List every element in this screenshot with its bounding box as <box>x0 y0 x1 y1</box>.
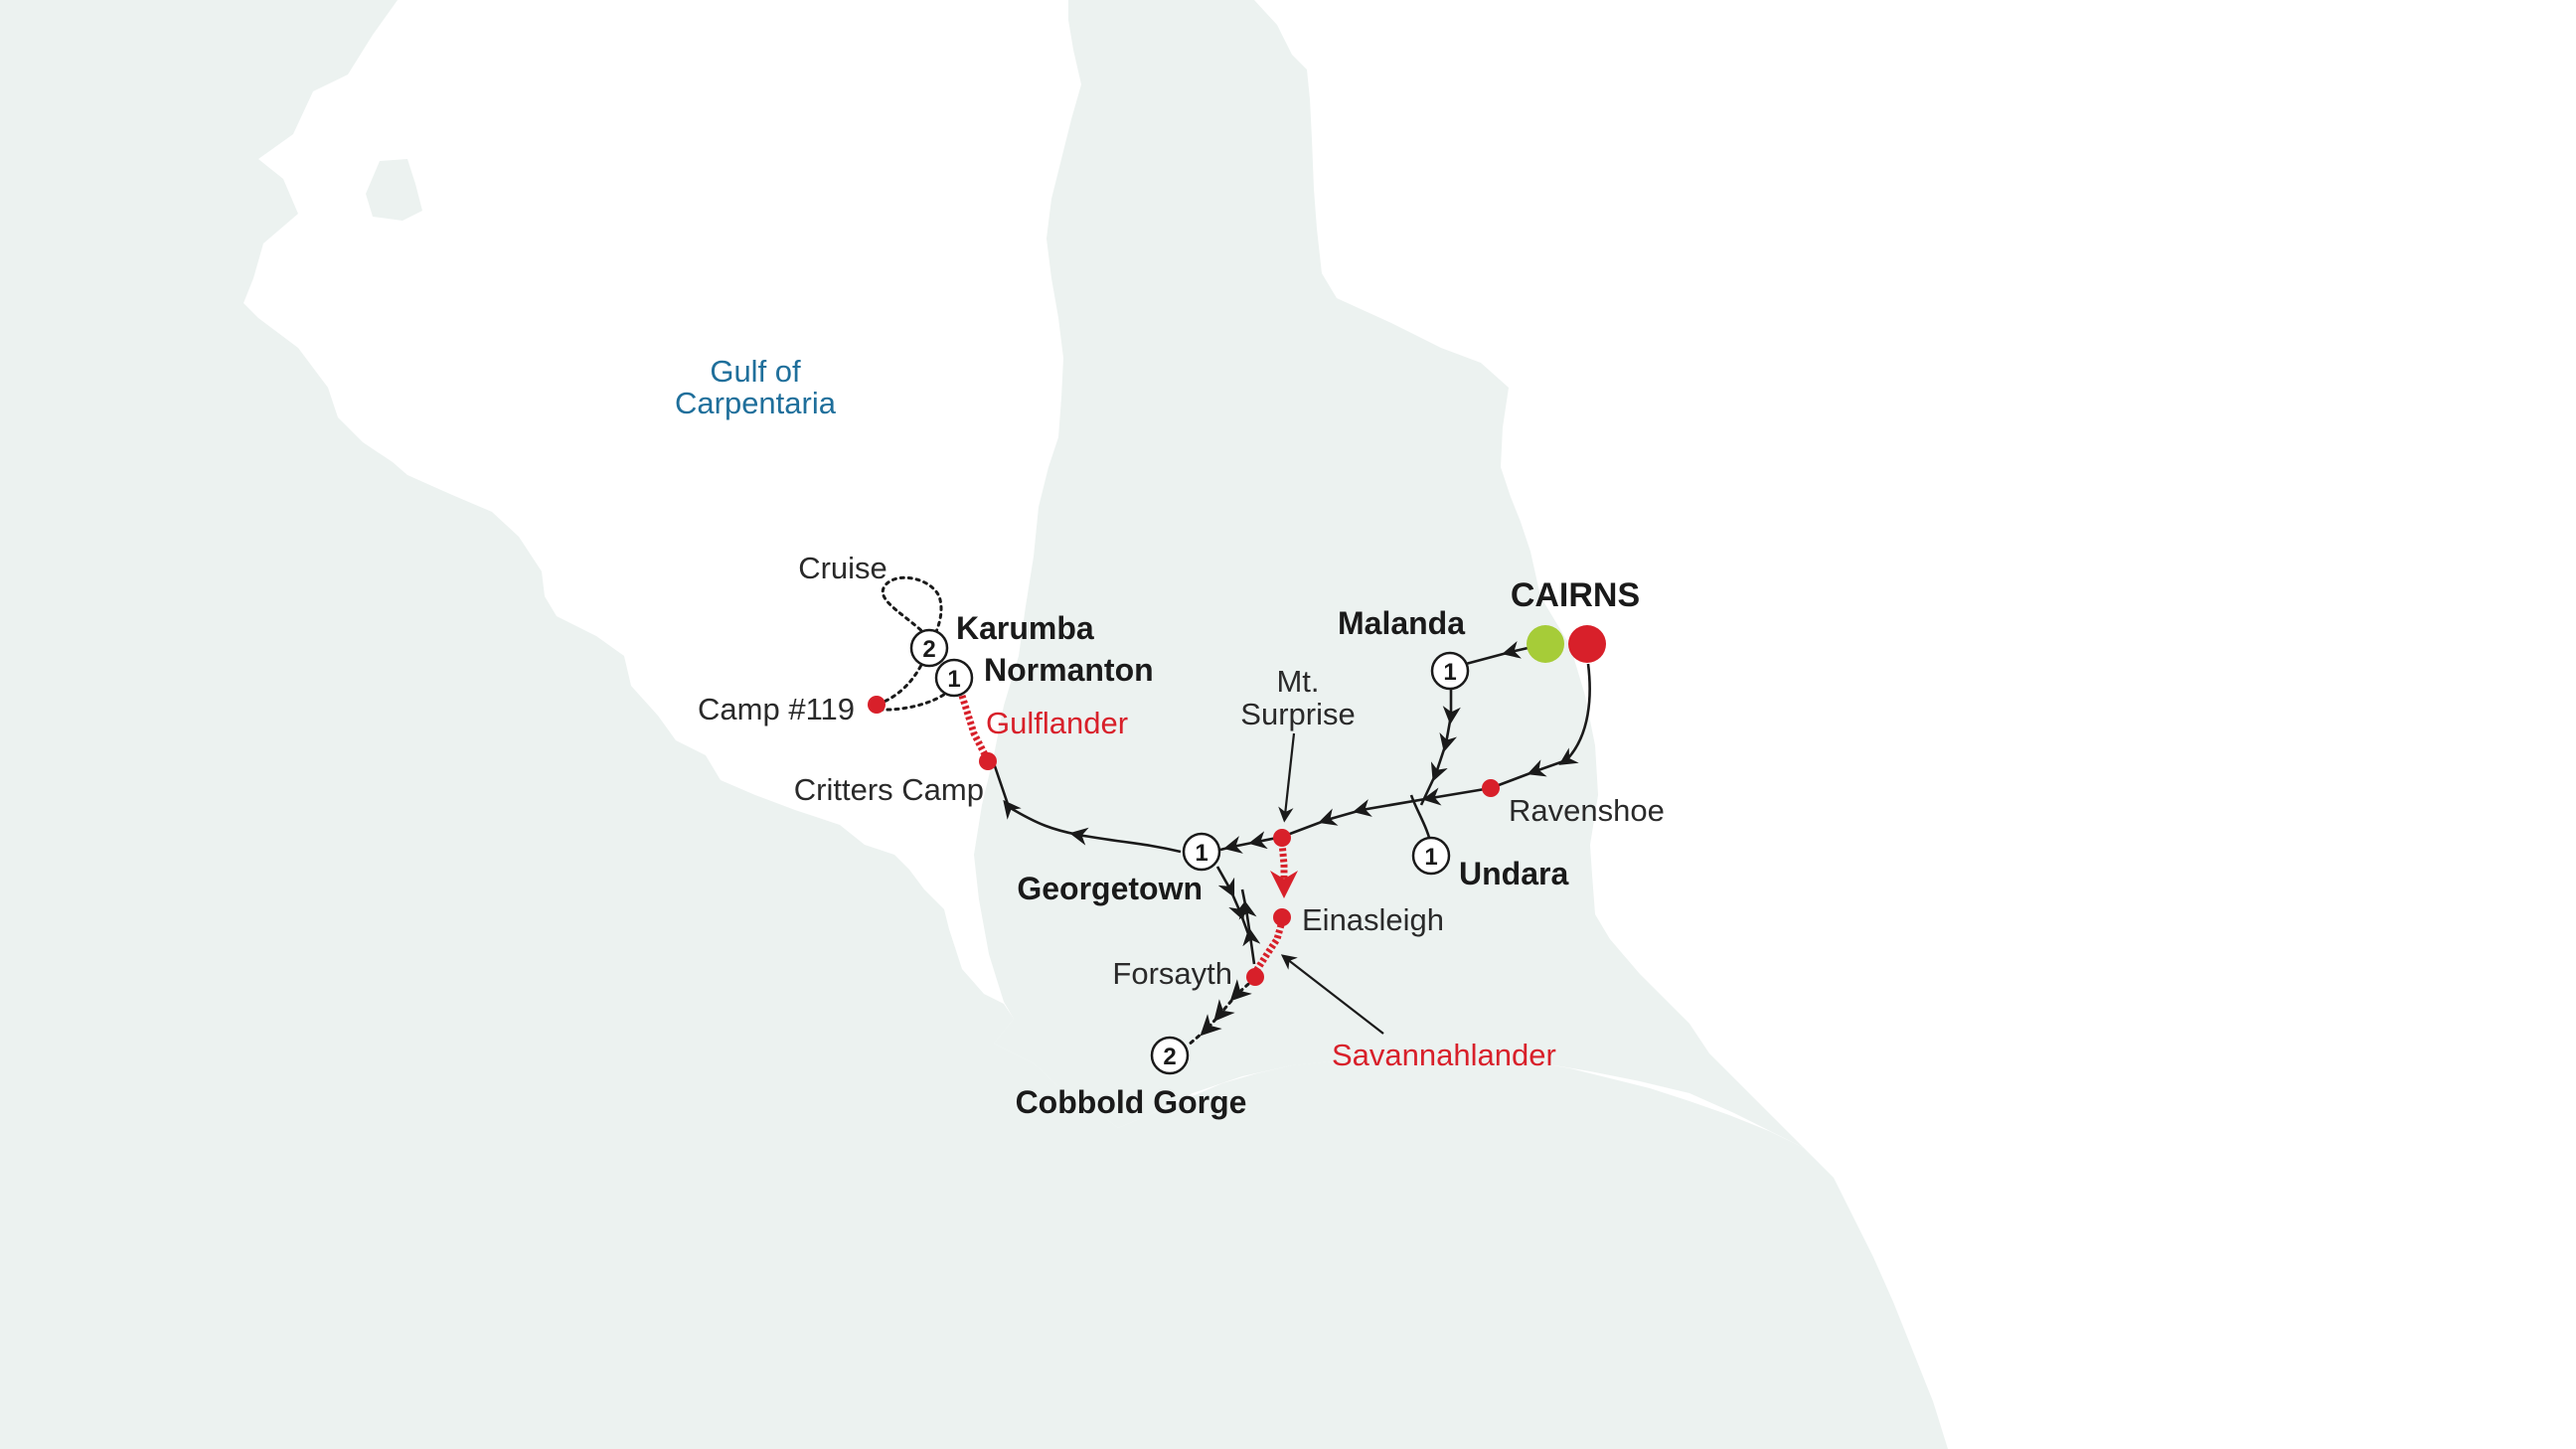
nights-karumba: 2 <box>922 636 935 663</box>
stop-dot-forsayth <box>1246 968 1264 986</box>
label-malanda: Malanda <box>1338 605 1465 641</box>
label-surprise: Surprise <box>1240 697 1355 731</box>
nights-badge-undara: 1 <box>1411 836 1451 876</box>
gulf-label-line2: Carpentaria <box>675 386 837 420</box>
label-camp: Camp #119 <box>698 692 855 726</box>
nights-badge-georgetown: 1 <box>1182 832 1221 872</box>
stop-dot-ravenshoe <box>1482 779 1500 797</box>
route-georgetown-critters <box>992 762 1182 854</box>
label-karumba: Karumba <box>956 610 1094 646</box>
route-mtsurprise-georgetown <box>1219 831 1283 854</box>
nights-undara: 1 <box>1424 844 1437 871</box>
pointer-mt-surprise <box>1278 732 1296 823</box>
pointer-savannahlander <box>1280 954 1384 1035</box>
night-badges: 2 1 1 1 1 2 <box>909 628 1470 1075</box>
gulf-label-line1: Gulf of <box>710 354 801 389</box>
stop-dot-mt-surprise <box>1273 829 1291 847</box>
stop-dot-camp <box>868 696 886 714</box>
nights-georgetown: 1 <box>1195 840 1208 867</box>
label-ravenshoe: Ravenshoe <box>1509 793 1665 828</box>
gulflander-rail <box>958 694 992 762</box>
savannahlander-rail-upper <box>1270 842 1298 898</box>
rail-routes <box>958 694 1298 976</box>
cruise-loop <box>881 575 943 643</box>
label-cobbold: Cobbold Gorge <box>1016 1084 1247 1120</box>
nights-cobbold: 2 <box>1163 1044 1176 1070</box>
stop-dots <box>868 696 1500 986</box>
label-normanton: Normanton <box>984 652 1154 688</box>
label-forsayth: Forsayth <box>1112 956 1232 991</box>
place-labels: CAIRNS Malanda Karumba Normanton Cruise … <box>698 551 1665 1120</box>
route-forsayth-up <box>1238 888 1261 965</box>
island <box>366 159 422 221</box>
end-marker <box>1568 625 1606 663</box>
nights-normanton: 1 <box>947 666 960 693</box>
nights-malanda: 1 <box>1443 659 1456 686</box>
label-undara: Undara <box>1459 856 1568 891</box>
nights-badge-karumba: 2 <box>909 628 949 668</box>
cobbold-route <box>1186 977 1256 1047</box>
label-mt: Mt. <box>1276 664 1319 699</box>
land-west <box>0 0 1948 1449</box>
start-marker <box>1527 625 1564 663</box>
label-einasleigh: Einasleigh <box>1302 902 1444 937</box>
route-cairns-ravenshoe <box>1490 663 1591 790</box>
land-east <box>974 0 1804 1148</box>
route-malanda-down <box>1419 688 1461 806</box>
label-critters: Critters Camp <box>794 772 984 807</box>
nights-badge-normanton: 1 <box>934 658 974 698</box>
label-cruise: Cruise <box>798 551 887 585</box>
stop-dot-einasleigh <box>1273 908 1291 926</box>
label-savannahlander: Savannahlander <box>1332 1038 1556 1072</box>
camp-route-upper <box>878 657 926 706</box>
stop-dot-critters <box>979 752 997 770</box>
label-cairns: CAIRNS <box>1511 576 1640 614</box>
route-ravenshoe-mtsurprise <box>1281 786 1492 839</box>
label-gulflander: Gulflander <box>986 706 1128 740</box>
savannahlander-rail-lower <box>1251 913 1288 976</box>
label-georgetown: Georgetown <box>1017 871 1203 906</box>
nights-badge-malanda: 1 <box>1430 651 1470 691</box>
nights-badge-cobbold: 2 <box>1150 1036 1190 1075</box>
